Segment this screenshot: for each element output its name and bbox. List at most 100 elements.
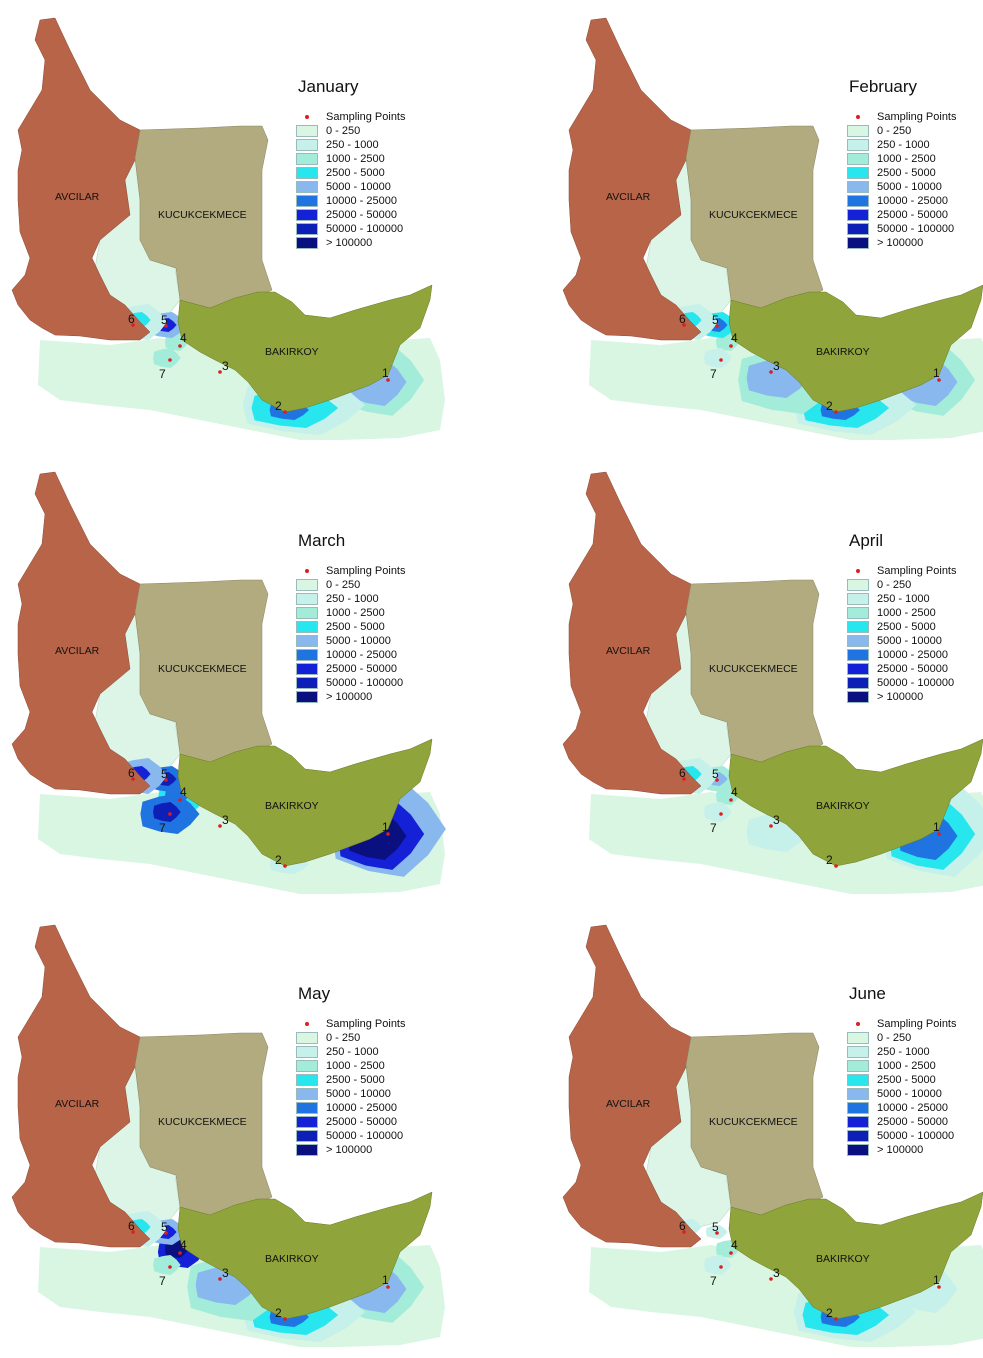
legend-class: 10000 - 25000 xyxy=(296,194,466,208)
legend-swatch xyxy=(296,125,318,137)
legend-class-label: 250 - 1000 xyxy=(326,593,379,605)
legend-sampling-points: Sampling Points xyxy=(847,564,983,578)
legend-class: 2500 - 5000 xyxy=(847,166,983,180)
sampling-point xyxy=(164,1231,168,1235)
sampling-point-label: 7 xyxy=(159,821,166,835)
sampling-point-label: 5 xyxy=(161,767,168,781)
legend-class: 50000 - 100000 xyxy=(847,222,983,236)
legend-class-label: 5000 - 10000 xyxy=(326,635,391,647)
legend-swatch xyxy=(296,1032,318,1044)
legend-swatch xyxy=(296,1046,318,1058)
sampling-point xyxy=(682,323,686,327)
legend-sampling-points: Sampling Points xyxy=(847,110,983,124)
legend-class-label: 0 - 250 xyxy=(326,1032,361,1044)
sampling-point xyxy=(283,864,287,868)
legend-swatch xyxy=(847,1046,869,1058)
sampling-point-label: 2 xyxy=(275,853,282,867)
sampling-point-label: 4 xyxy=(180,785,187,799)
legend-class-label: 2500 - 5000 xyxy=(326,1074,385,1086)
sampling-point-label: 6 xyxy=(128,1219,135,1233)
sampling-point xyxy=(164,778,168,782)
legend-swatch xyxy=(847,223,869,235)
legend-swatch xyxy=(847,125,869,137)
legend-swatch xyxy=(847,1102,869,1114)
legend-sampling-points: Sampling Points xyxy=(296,110,466,124)
sampling-point-label: 1 xyxy=(382,820,389,834)
legend-class: 2500 - 5000 xyxy=(847,620,983,634)
sampling-point-label: 7 xyxy=(710,367,717,381)
sampling-point-label: 6 xyxy=(679,766,686,780)
legend-swatch xyxy=(847,1116,869,1128)
legend-class-label: 25000 - 50000 xyxy=(877,663,948,675)
legend-class-label: 5000 - 10000 xyxy=(877,181,942,193)
sampling-point-label: 3 xyxy=(222,813,229,827)
sampling-point-icon xyxy=(305,115,309,119)
legend-class-label: 250 - 1000 xyxy=(326,1046,379,1058)
legend-swatch xyxy=(296,237,318,249)
sampling-point-label: 6 xyxy=(679,1219,686,1233)
legend-class-label: 10000 - 25000 xyxy=(877,649,948,661)
legend-class: > 100000 xyxy=(847,236,983,250)
legend-class-label: 50000 - 100000 xyxy=(877,1130,955,1142)
sampling-point xyxy=(719,358,723,362)
legend-swatch xyxy=(847,181,869,193)
legend-swatch xyxy=(847,139,869,151)
legend-swatch xyxy=(847,1074,869,1086)
legend-class-label: 50000 - 100000 xyxy=(877,677,955,689)
legend-class-label: 1000 - 2500 xyxy=(877,607,936,619)
legend-swatch xyxy=(847,237,869,249)
legend-label: Sampling Points xyxy=(877,565,957,577)
legend-class: 1000 - 2500 xyxy=(296,606,466,620)
sampling-point xyxy=(937,832,941,836)
legend-class: > 100000 xyxy=(296,690,466,704)
sampling-point-icon xyxy=(856,1022,860,1026)
legend-class-label: 0 - 250 xyxy=(877,1032,912,1044)
district-label: KUCUKCEKMECE xyxy=(158,209,247,221)
legend-class-label: 0 - 250 xyxy=(877,125,912,137)
legend-class-label: 2500 - 5000 xyxy=(877,1074,936,1086)
legend-swatch xyxy=(847,1032,869,1044)
sampling-point xyxy=(719,1265,723,1269)
sampling-point-icon xyxy=(305,569,309,573)
legend-swatch xyxy=(847,209,869,221)
legend-class-label: > 100000 xyxy=(877,1144,924,1156)
legend-class: 1000 - 2500 xyxy=(847,152,983,166)
legend-class: 2500 - 5000 xyxy=(296,166,466,180)
legend-class-label: 10000 - 25000 xyxy=(877,1102,948,1114)
sampling-point-label: 7 xyxy=(710,1274,717,1288)
legend-class-label: > 100000 xyxy=(326,237,373,249)
legend-class-label: 10000 - 25000 xyxy=(326,649,397,661)
district-bakirkoy xyxy=(728,284,983,413)
district-label: AVCILAR xyxy=(55,1098,100,1110)
legend-class-label: 25000 - 50000 xyxy=(877,1116,948,1128)
legend-swatch xyxy=(847,691,869,703)
month-title: February xyxy=(849,77,918,96)
legend-swatch xyxy=(296,621,318,633)
sampling-point-label: 1 xyxy=(382,366,389,380)
sampling-point-label: 5 xyxy=(712,767,719,781)
legend-label: Sampling Points xyxy=(326,1018,406,1030)
legend-swatch xyxy=(847,153,869,165)
legend-class: 0 - 250 xyxy=(296,578,466,592)
legend-sampling-points: Sampling Points xyxy=(296,1017,466,1031)
legend-class-label: 10000 - 25000 xyxy=(326,195,397,207)
month-title: January xyxy=(298,77,359,96)
district-label: BAKIRKOY xyxy=(816,800,870,812)
district-label: BAKIRKOY xyxy=(265,1253,319,1265)
legend-swatch xyxy=(847,621,869,633)
sampling-point-label: 3 xyxy=(773,813,780,827)
legend-class: 25000 - 50000 xyxy=(296,662,466,676)
sampling-point xyxy=(168,812,172,816)
legend-swatch xyxy=(847,1060,869,1072)
legend-swatch xyxy=(296,1074,318,1086)
legend-class: 25000 - 50000 xyxy=(847,208,983,222)
legend-class: 10000 - 25000 xyxy=(296,1101,466,1115)
district-label: KUCUKCEKMECE xyxy=(709,1116,798,1128)
legend-class: 25000 - 50000 xyxy=(296,208,466,222)
sampling-point-label: 7 xyxy=(159,1274,166,1288)
sampling-point xyxy=(729,798,733,802)
legend-class: > 100000 xyxy=(296,1143,466,1157)
